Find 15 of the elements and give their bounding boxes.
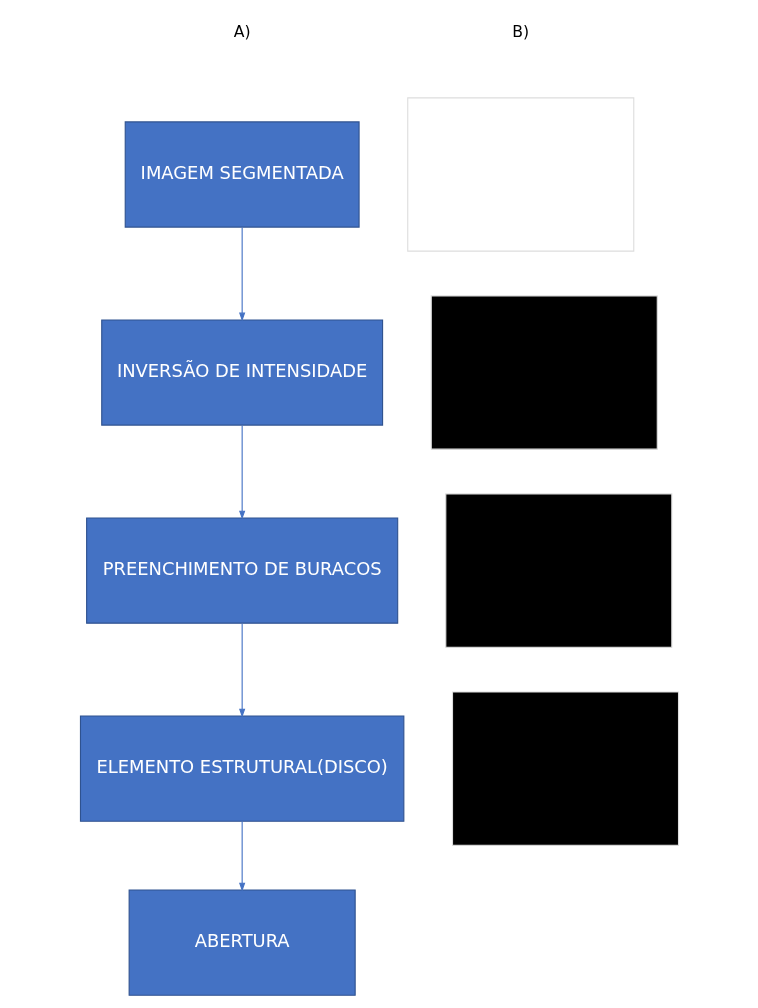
node-box: IMAGEM SEGMENTADA [124, 121, 360, 228]
node-box: ELEMENTO ESTRUTURAL(DISCO) [79, 715, 404, 822]
node-box [451, 691, 679, 846]
node-box: INVERSÃO DE INTENSIDADE [100, 319, 383, 426]
node-box: PREENCHIMENTO DE BURACOS [85, 517, 398, 624]
arrow [238, 820, 245, 892]
node-box [444, 493, 672, 648]
arrow [238, 227, 245, 322]
arrow [238, 425, 245, 520]
node-box [430, 295, 658, 450]
arrow [238, 623, 245, 718]
label: A) [233, 22, 251, 42]
label: B) [511, 22, 529, 42]
node-box [406, 97, 634, 252]
node-box: ABERTURA [128, 889, 356, 996]
